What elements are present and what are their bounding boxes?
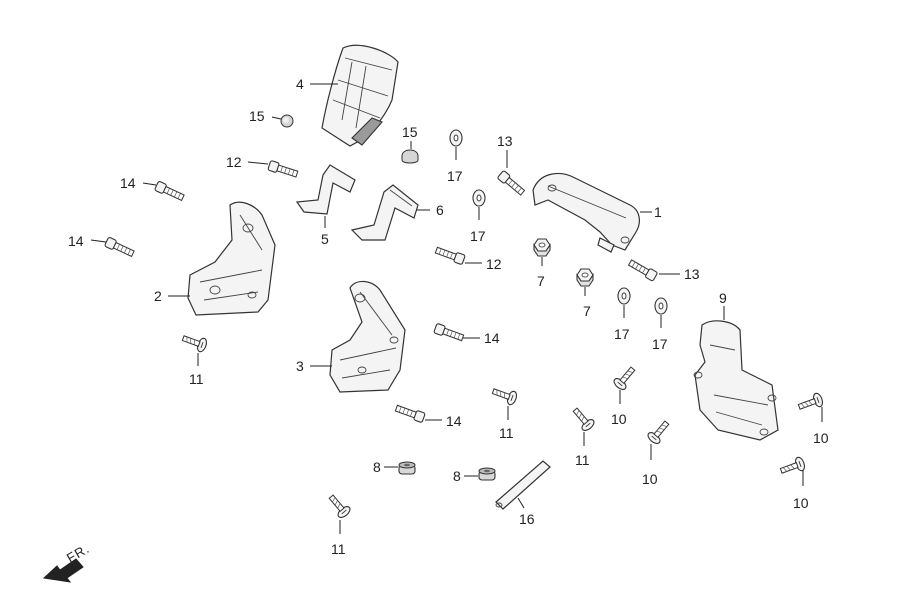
callout-12b: 12 xyxy=(486,256,502,272)
bolt-14c xyxy=(433,322,465,344)
callout-2: 2 xyxy=(154,288,162,304)
bolt-14b xyxy=(103,236,136,259)
screw-10c xyxy=(796,391,825,414)
bolt-14d xyxy=(394,402,426,424)
screw-10a xyxy=(611,363,639,393)
callout-14b: 14 xyxy=(68,233,84,249)
callout-14d: 14 xyxy=(446,413,462,429)
grommet-8a xyxy=(398,461,416,475)
bolt-12a xyxy=(267,159,299,180)
washer-17d xyxy=(654,297,668,315)
callout-16: 16 xyxy=(519,511,535,527)
callout-4: 4 xyxy=(296,76,304,92)
callout-8b: 8 xyxy=(453,468,461,484)
washer-17c xyxy=(617,287,631,305)
callout-13a: 13 xyxy=(497,133,513,149)
callout-10d: 10 xyxy=(793,495,809,511)
grommet-8b xyxy=(478,467,496,481)
callout-8a: 8 xyxy=(373,459,381,475)
callout-15a: 15 xyxy=(249,108,265,124)
callout-10b: 10 xyxy=(642,471,658,487)
screw-10b xyxy=(645,417,673,447)
callout-7a: 7 xyxy=(537,273,545,289)
pad-15-right xyxy=(401,149,419,164)
front-direction-arrow xyxy=(42,558,84,583)
leader-14a xyxy=(142,182,157,186)
leader-14b xyxy=(90,239,107,243)
callout-14c: 14 xyxy=(484,330,500,346)
small-bracket-6 xyxy=(350,184,419,241)
bolt-14a xyxy=(153,180,186,203)
small-bracket-5 xyxy=(295,164,356,215)
washer-17a xyxy=(449,129,463,147)
callout-5: 5 xyxy=(321,231,329,247)
cover-9 xyxy=(693,320,779,441)
screw-11a xyxy=(180,331,209,354)
callout-17d: 17 xyxy=(652,336,668,352)
callout-11d: 11 xyxy=(331,541,346,557)
main-bracket xyxy=(532,172,640,253)
callout-14a: 14 xyxy=(120,175,136,191)
screw-11b xyxy=(490,384,519,407)
bolt-12b xyxy=(434,244,466,266)
callout-10a: 10 xyxy=(611,411,627,427)
callout-11c: 11 xyxy=(575,452,590,468)
left-mount-2 xyxy=(187,201,276,316)
leader-12a xyxy=(247,161,269,165)
screw-10d xyxy=(778,455,807,478)
right-mount-3 xyxy=(329,280,406,393)
callout-10c: 10 xyxy=(813,430,829,446)
pad-15-left xyxy=(280,114,294,128)
callout-17c: 17 xyxy=(614,326,630,342)
callout-7b: 7 xyxy=(583,303,591,319)
bolt-13b xyxy=(627,257,659,282)
callout-17b: 17 xyxy=(470,228,486,244)
nut-7b xyxy=(576,268,594,287)
callout-11a: 11 xyxy=(189,371,204,387)
leader-16 xyxy=(517,497,525,509)
callout-13b: 13 xyxy=(684,266,700,282)
strap-16 xyxy=(495,460,551,510)
callout-9: 9 xyxy=(719,290,727,306)
callout-15b: 15 xyxy=(402,124,418,140)
callout-11b: 11 xyxy=(499,425,514,441)
nut-7a xyxy=(533,238,551,257)
washer-17b xyxy=(472,189,486,207)
leader-15a xyxy=(271,116,282,120)
screw-11c xyxy=(569,404,597,434)
bolt-13a xyxy=(496,169,527,198)
callout-6: 6 xyxy=(436,202,444,218)
callout-1: 1 xyxy=(654,204,662,220)
screw-11d xyxy=(325,491,353,521)
windscreen xyxy=(321,44,399,147)
callout-12a: 12 xyxy=(226,154,242,170)
callout-3: 3 xyxy=(296,358,304,374)
callout-17a: 17 xyxy=(447,168,463,184)
